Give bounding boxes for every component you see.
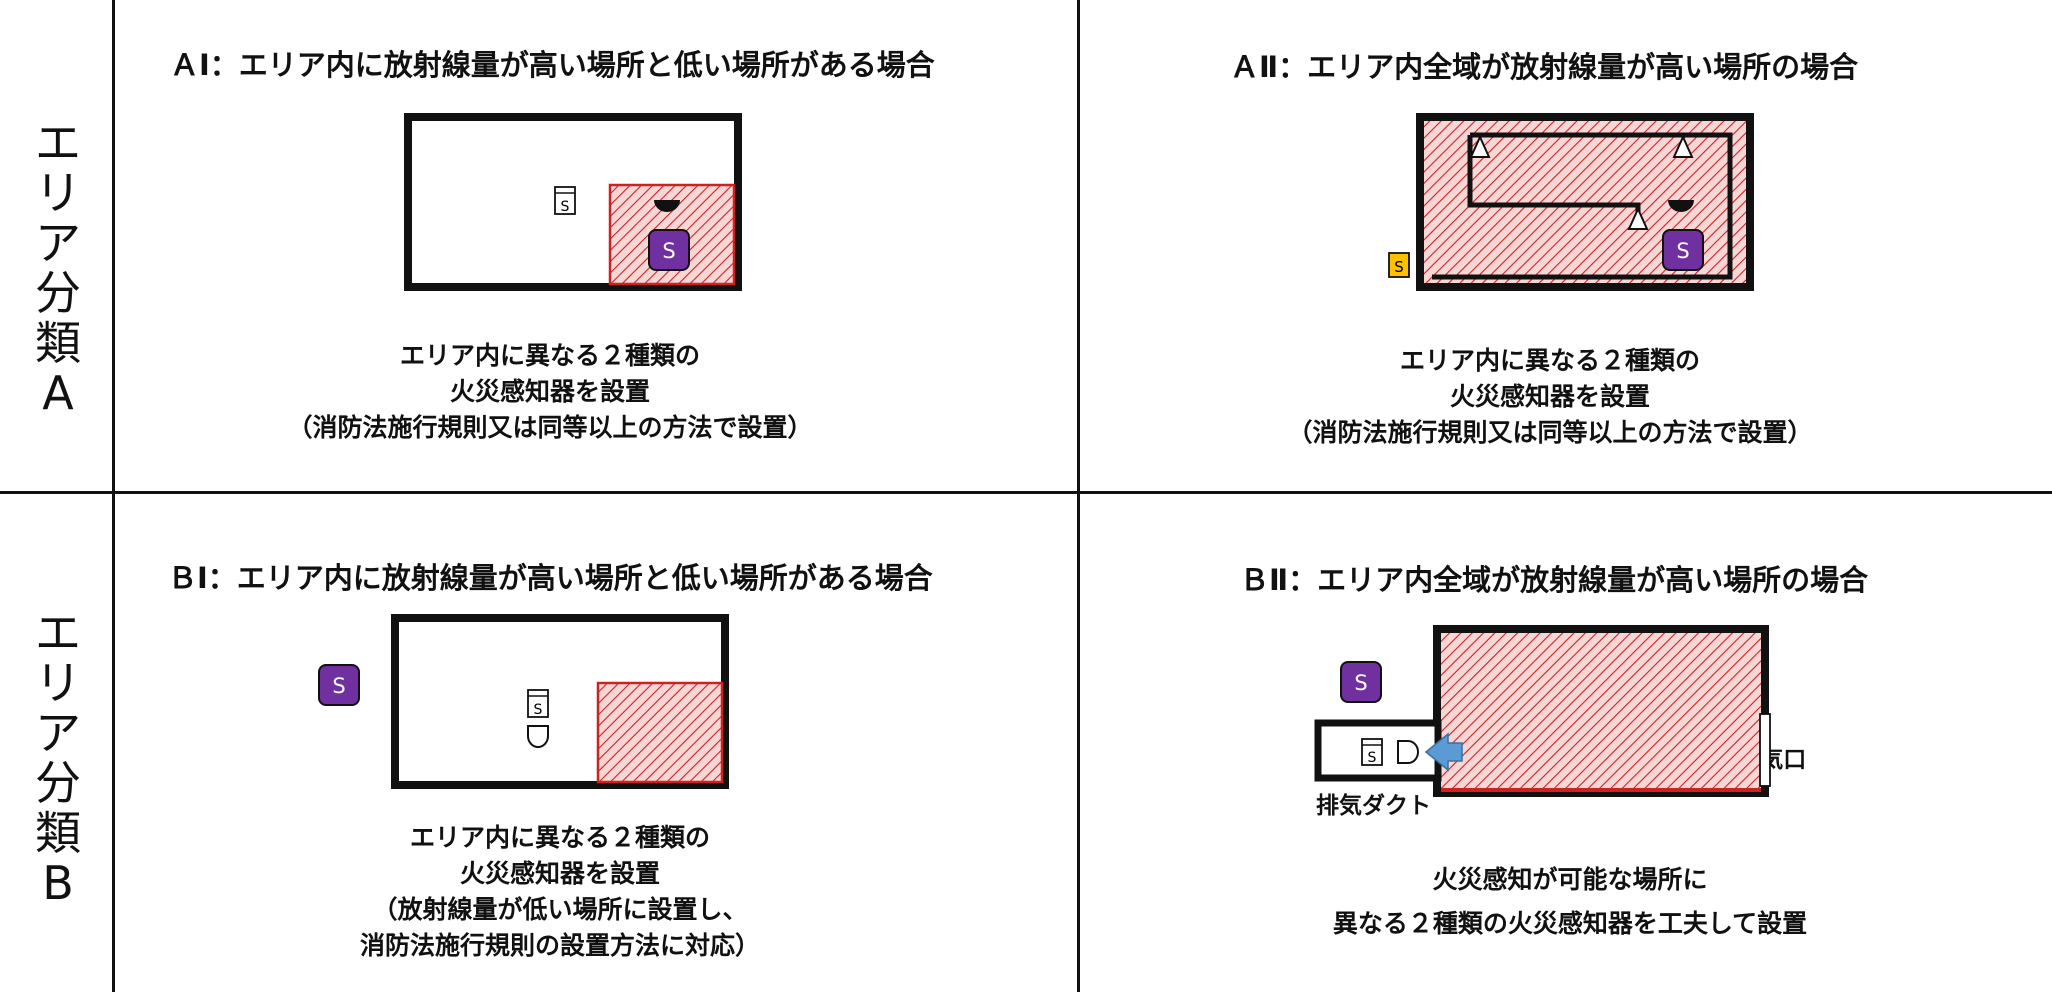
divider-rows [0,491,2052,494]
panel-a1-diagram: S S [404,113,742,291]
heat-detector-icon [654,200,680,212]
sampling-pipe [1432,132,1733,280]
svg-text:S: S [561,199,570,215]
row-label-char: A [42,366,74,420]
row-label-char: B [42,856,74,910]
sampling-point-icon [1627,206,1649,230]
caption-line: 火災感知器を設置 [1449,382,1650,411]
smoke-detector-icon: S [527,689,549,718]
row-label-char: リ [35,166,81,220]
row-label-char: 類 [35,316,81,370]
row-label-char: エ [35,606,81,660]
supply-inlet [1759,713,1771,787]
svg-text:S: S [662,239,675,263]
special-detector-icon: S [1662,229,1704,271]
aspirating-detector-icon: S [1388,252,1410,278]
svg-text:S: S [534,702,543,718]
divider-label-column [112,0,115,992]
caption-line: 消防法施行規則の設置方法に対応） [359,931,760,960]
panel-a2-diagram: S S [1388,113,1754,291]
caption-line: （放射線量が低い場所に設置し、 [372,895,748,924]
room-outline [1433,625,1769,797]
smoke-detector-icon: S [1361,738,1383,766]
caption-line: エリア内に異なる２種類の [399,341,700,370]
panel-a2-caption: エリア内に異なる２種類の 火災感知器を設置 （消防法施行規則又は同等以上の方法で… [1270,343,1830,451]
panel-a1-caption: エリア内に異なる２種類の 火災感知器を設置 （消防法施行規則又は同等以上の方法で… [270,338,830,446]
exhaust-duct-label: 排気ダクト [1316,793,1431,819]
heat-detector-icon [1397,740,1419,764]
row-label-char: ア [35,706,81,760]
panel-a1-title: ＡⅠ：エリア内に放射線量が高い場所と低い場所がある場合 [170,48,935,82]
sampling-point-icon [1469,134,1491,158]
special-detector-icon: S [648,229,690,271]
row-label-char: 分 [35,756,81,810]
row-label-char: リ [35,656,81,710]
svg-text:S: S [1676,239,1689,263]
panel-b2-caption: 火災感知が可能な場所に 異なる２種類の火災感知器を工夫して設置 [1290,858,1850,946]
sampling-point-icon [1672,134,1694,158]
caption-line: （消防法施行規則又は同等以上の方法で設置） [287,413,813,442]
caption-line: エリア内に異なる２種類の [409,823,710,852]
panel-b1-title: ＢⅠ：エリア内に放射線量が高い場所と低い場所がある場合 [168,561,933,595]
svg-text:S: S [1394,258,1404,276]
caption-line: 火災感知が可能な場所に [1432,865,1708,894]
row-label-char: 分 [35,266,81,320]
panel-b2-diagram: S S [1314,625,1771,797]
svg-text:S: S [1368,750,1377,766]
room-outline [1416,113,1754,291]
caption-line: 火災感知器を設置 [449,377,650,406]
special-detector-icon: S [1340,661,1382,703]
row-label-char: エ [35,116,81,170]
caption-line: 火災感知器を設置 [459,859,660,888]
caption-line: エリア内に異なる２種類の [1399,346,1700,375]
airflow-arrow-icon [1424,732,1463,772]
smoke-detector-icon: S [554,186,576,215]
heat-detector-icon [527,725,549,748]
divider-center [1077,0,1080,992]
caption-line: 異なる２種類の火災感知器を工夫して設置 [1332,909,1808,938]
panel-b1-caption: エリア内に異なる２種類の 火災感知器を設置 （放射線量が低い場所に設置し、 消防… [300,820,820,964]
caption-line: （消防法施行規則又は同等以上の方法で設置） [1287,418,1813,447]
svg-text:S: S [1354,671,1367,695]
row-label-char: 類 [35,806,81,860]
row-label-char: ア [35,216,81,270]
panel-a2-title: ＡⅡ：エリア内全域が放射線量が高い場所の場合 [1230,50,1859,84]
panel-b2-title: ＢⅡ：エリア内全域が放射線量が高い場所の場合 [1240,563,1869,597]
special-detector-icon: S [318,664,360,706]
panel-b1-diagram: S S [318,614,729,789]
heat-detector-icon [1668,200,1694,212]
svg-text:S: S [332,674,345,698]
high-radiation-area [596,681,724,784]
